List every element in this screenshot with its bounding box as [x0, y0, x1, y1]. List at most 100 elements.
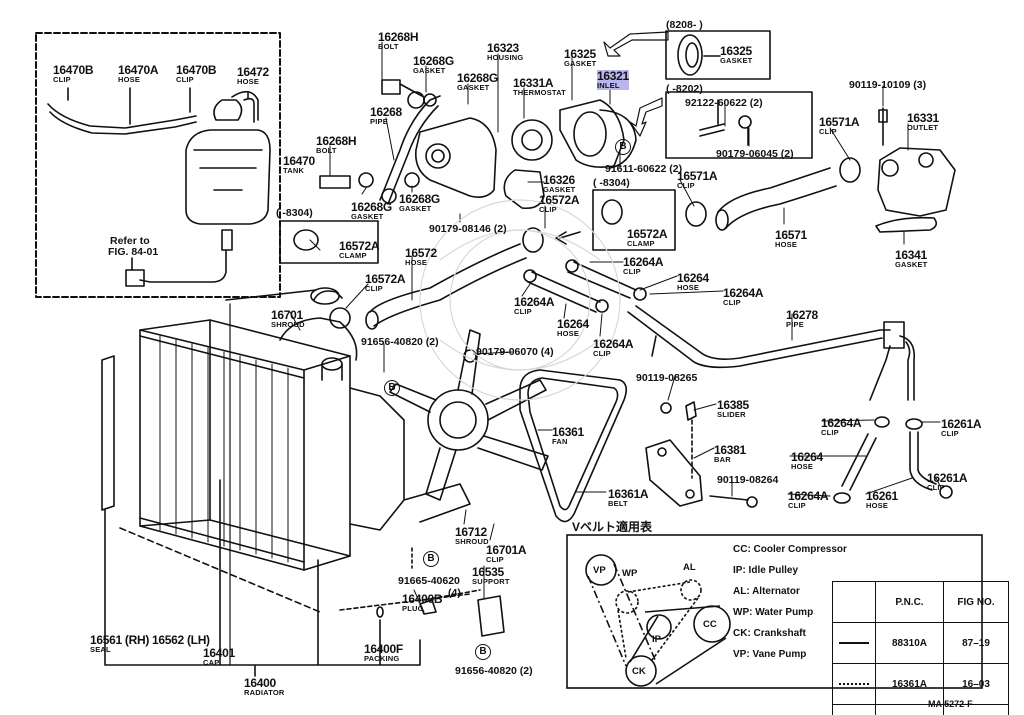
part-number: 16470B — [176, 63, 217, 77]
bolt-part-number[interactable]: 91665-40620 — [398, 575, 460, 587]
fig-no-cell[interactable]: 45–03 — [943, 704, 1009, 715]
bolt-part-number[interactable]: 91611-60622 (2) — [605, 163, 683, 175]
bolt-part-number[interactable]: 90119-10109 (3) — [849, 79, 927, 91]
part-number: 16701A — [486, 543, 527, 557]
part-number: 16268 — [370, 105, 402, 119]
production-date-range: (8208- ) — [666, 19, 703, 31]
part-name: BOLT — [378, 42, 399, 51]
pulley-label-wp: WP — [622, 568, 638, 579]
part-number: 16572 — [405, 246, 437, 260]
part-name: INLEL — [597, 82, 629, 90]
bolt-part-number[interactable]: 90119-08265 — [636, 372, 698, 384]
radiator-bracket-line — [104, 479, 421, 677]
part-name: PIPE — [370, 117, 388, 126]
column-header: FIG NO. — [943, 581, 1009, 623]
bolt-part-number[interactable]: 90119-08264 — [717, 474, 779, 486]
belt-line-style-dotted — [832, 663, 876, 705]
bolt-part-number[interactable]: 91656-40820 (2) — [361, 336, 439, 348]
bolt-part-number[interactable]: (4) — [448, 587, 461, 599]
radiator-core-drawing — [139, 329, 305, 571]
bolt-part-number[interactable]: 90179-06045 (2) — [716, 148, 794, 160]
part-name: CLIP — [623, 267, 641, 276]
water-outlet-drawing — [877, 147, 956, 217]
v-belt-16361A-drawing — [519, 369, 628, 523]
part-name: CLIP — [514, 307, 532, 316]
part-name: GASKET — [457, 83, 490, 92]
bolt-part-number[interactable]: 92122-60622 (2) — [685, 97, 763, 109]
part-name: CAP — [203, 658, 220, 667]
part-name: CLIP — [821, 428, 839, 437]
part-name: CLIP — [176, 75, 194, 84]
part-name: CLIP — [941, 429, 959, 438]
part-name: GASKET — [564, 59, 597, 68]
bolt-part-number[interactable]: 91656-40820 (2) — [455, 665, 533, 677]
reservoir-inset-box — [35, 32, 281, 298]
part-number: 16268G — [351, 200, 392, 214]
pnc-cell[interactable]: 88310A — [875, 622, 944, 664]
legend-item: IP: Idle Pulley — [733, 565, 799, 576]
fig-no-cell[interactable]: 87–19 — [943, 622, 1009, 664]
upper-hose-16571-drawing — [717, 167, 831, 213]
part-label-16561[interactable]: 16561 (RH) 16562 (LH)SEAL — [90, 634, 210, 654]
part-name: PACKING — [364, 654, 400, 663]
bolt-part-number[interactable]: 90179-08146 (2) — [429, 223, 507, 235]
part-number: 16268G — [457, 71, 498, 85]
bolt-part-number[interactable]: 90179-06070 (4) — [476, 346, 554, 358]
